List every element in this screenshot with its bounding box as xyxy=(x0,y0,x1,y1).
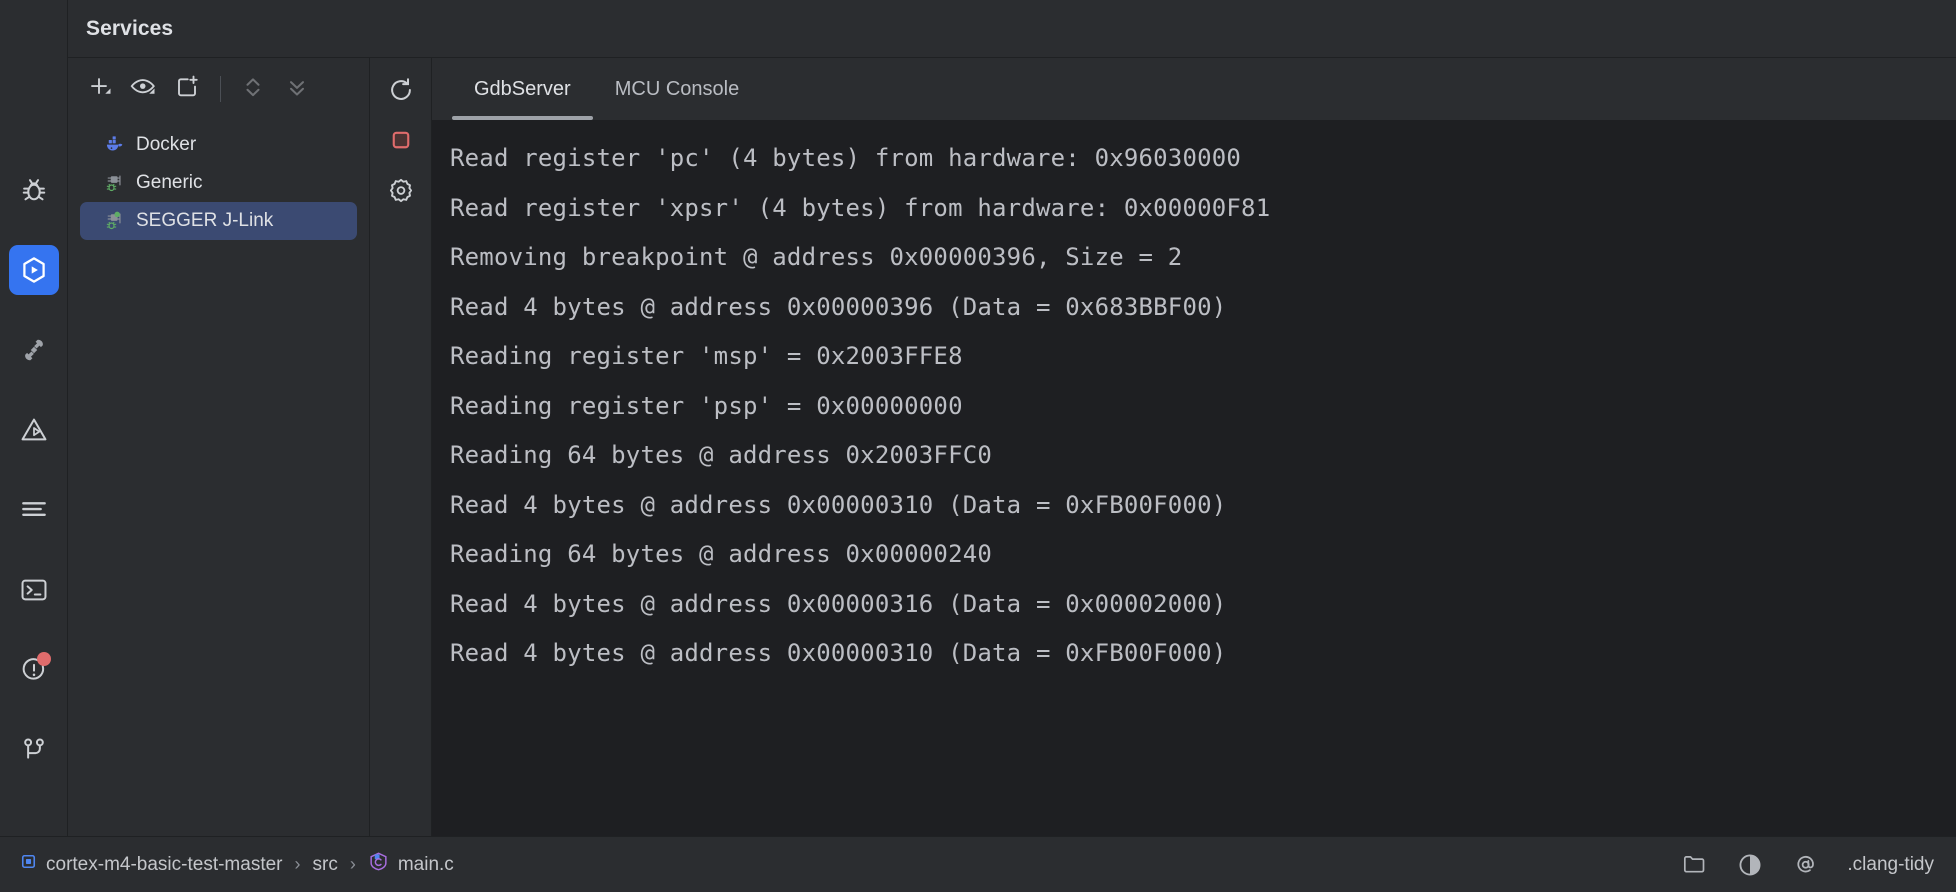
console-line: Read 4 bytes @ address 0x00000316 (Data … xyxy=(450,589,1227,618)
console-line: Read 4 bytes @ address 0x00000310 (Data … xyxy=(450,490,1227,519)
console-line: Reading 64 bytes @ address 0x00000240 xyxy=(450,540,993,568)
add-service-button[interactable] xyxy=(80,69,120,109)
chevron-updown-icon xyxy=(238,72,268,107)
rail-item-plugins[interactable] xyxy=(9,325,59,375)
contrast-theme-icon[interactable] xyxy=(1735,850,1765,880)
rerun-icon xyxy=(386,75,416,110)
rail-item-todo[interactable] xyxy=(9,485,59,535)
lines-list-icon xyxy=(18,494,50,526)
services-tool-window: Services xyxy=(68,0,1956,836)
at-inspection-icon[interactable] xyxy=(1791,850,1821,880)
settings-button[interactable] xyxy=(381,172,421,212)
new-tab-icon xyxy=(173,72,203,107)
breadcrumb-item-project[interactable]: cortex-m4-basic-test-master xyxy=(20,853,283,876)
list-item-docker[interactable]: Docker xyxy=(68,126,369,164)
services-body: Docker xyxy=(68,58,1956,836)
gear-icon xyxy=(386,175,416,210)
stop-square-icon xyxy=(386,125,416,160)
console-line: Reading register 'msp' = 0x2003FFE8 xyxy=(450,342,963,370)
services-run-icon xyxy=(18,254,50,286)
rail-item-services[interactable] xyxy=(8,245,59,295)
rail-item-terminal[interactable] xyxy=(9,565,59,615)
console-line: Removing breakpoint @ address 0x00000396… xyxy=(450,243,1183,271)
services-header: Services xyxy=(68,0,1956,58)
services-list: Docker xyxy=(68,120,369,836)
toolbar-divider xyxy=(220,76,221,102)
terminal-icon xyxy=(18,574,50,606)
rail-item-version-control[interactable] xyxy=(9,725,59,775)
breadcrumb-item-src[interactable]: src xyxy=(313,854,338,876)
rail-item-embedded[interactable] xyxy=(9,405,59,455)
services-toolbar xyxy=(68,58,369,120)
main-body: Services xyxy=(0,0,1956,836)
bug-icon xyxy=(18,174,50,206)
open-new-tab-button[interactable] xyxy=(168,69,208,109)
tab-label: MCU Console xyxy=(614,77,740,100)
breadcrumb-item-file[interactable]: main.c xyxy=(368,851,454,878)
collapse-all-icon xyxy=(282,72,312,107)
stop-button[interactable] xyxy=(381,122,421,162)
expand-collapse-button[interactable] xyxy=(233,69,273,109)
docker-icon xyxy=(104,134,126,156)
collapse-all-button[interactable] xyxy=(277,69,317,109)
status-bar-right: .clang-tidy xyxy=(1679,850,1934,880)
run-toolbar xyxy=(370,58,432,836)
eye-dropdown-icon xyxy=(129,72,159,107)
breadcrumb-separator: › xyxy=(349,854,356,874)
services-tree-pane: Docker xyxy=(68,58,370,836)
problems-badge-dot xyxy=(36,652,51,666)
console-line: Read register 'xpsr' (4 bytes) from hard… xyxy=(450,193,1271,222)
breadcrumb-label: cortex-m4-basic-test-master xyxy=(46,853,283,875)
left-tool-rail xyxy=(0,0,68,836)
list-item-label: SEGGER J-Link xyxy=(136,210,274,231)
tab-label: GdbServer xyxy=(474,77,571,100)
tab-gdbserver[interactable]: GdbServer xyxy=(452,58,593,120)
breadcrumb-label: src xyxy=(312,853,338,875)
status-bar: cortex-m4-basic-test-master › src › main… xyxy=(0,836,1956,892)
rail-item-problems[interactable] xyxy=(9,645,59,695)
plug-icon xyxy=(18,334,50,366)
gdb-server-icon xyxy=(104,210,126,232)
list-item-segger-j-link[interactable]: SEGGER J-Link xyxy=(80,202,357,240)
breadcrumb-label: main.c xyxy=(397,853,454,875)
tab-mcu-console[interactable]: MCU Console xyxy=(593,58,761,120)
rerun-button[interactable] xyxy=(381,72,421,112)
console-line: Read 4 bytes @ address 0x00000396 (Data … xyxy=(450,292,1227,321)
show-hide-services-button[interactable] xyxy=(124,69,164,109)
gdbserver-console-output[interactable]: Read register 'pc' (4 bytes) from hardwa… xyxy=(432,120,1956,836)
list-item-generic[interactable]: Generic xyxy=(68,164,369,202)
rail-item-debug[interactable] xyxy=(9,165,59,215)
console-tab-bar: GdbServer MCU Console xyxy=(432,58,1956,120)
module-square-icon xyxy=(20,853,37,876)
console-line: Read 4 bytes @ address 0x00000310 (Data … xyxy=(450,639,1227,667)
list-item-label: Docker xyxy=(136,134,197,155)
clang-tidy-status[interactable]: .clang-tidy xyxy=(1847,853,1934,875)
console-line: Read register 'pc' (4 bytes) from hardwa… xyxy=(450,144,1242,172)
warning-triangle-icon xyxy=(18,414,50,446)
page-title: Services xyxy=(86,16,174,40)
breadcrumb: cortex-m4-basic-test-master › src › main… xyxy=(20,851,454,878)
console-line: Reading register 'psp' = 0x00000000 xyxy=(450,391,963,420)
run-content-pane: GdbServer MCU Console Read register 'pc'… xyxy=(370,58,1956,836)
c-file-icon xyxy=(368,851,389,878)
console-line: Reading 64 bytes @ address 0x2003FFC0 xyxy=(450,441,993,469)
list-item-label: Generic xyxy=(136,172,203,193)
folder-icon[interactable] xyxy=(1679,850,1709,880)
plus-dropdown-icon xyxy=(85,72,115,107)
gdb-server-icon xyxy=(104,172,126,194)
problems-icon xyxy=(18,654,50,686)
breadcrumb-separator: › xyxy=(294,854,301,874)
git-branch-icon xyxy=(18,734,50,766)
console-area: GdbServer MCU Console Read register 'pc'… xyxy=(432,58,1956,836)
